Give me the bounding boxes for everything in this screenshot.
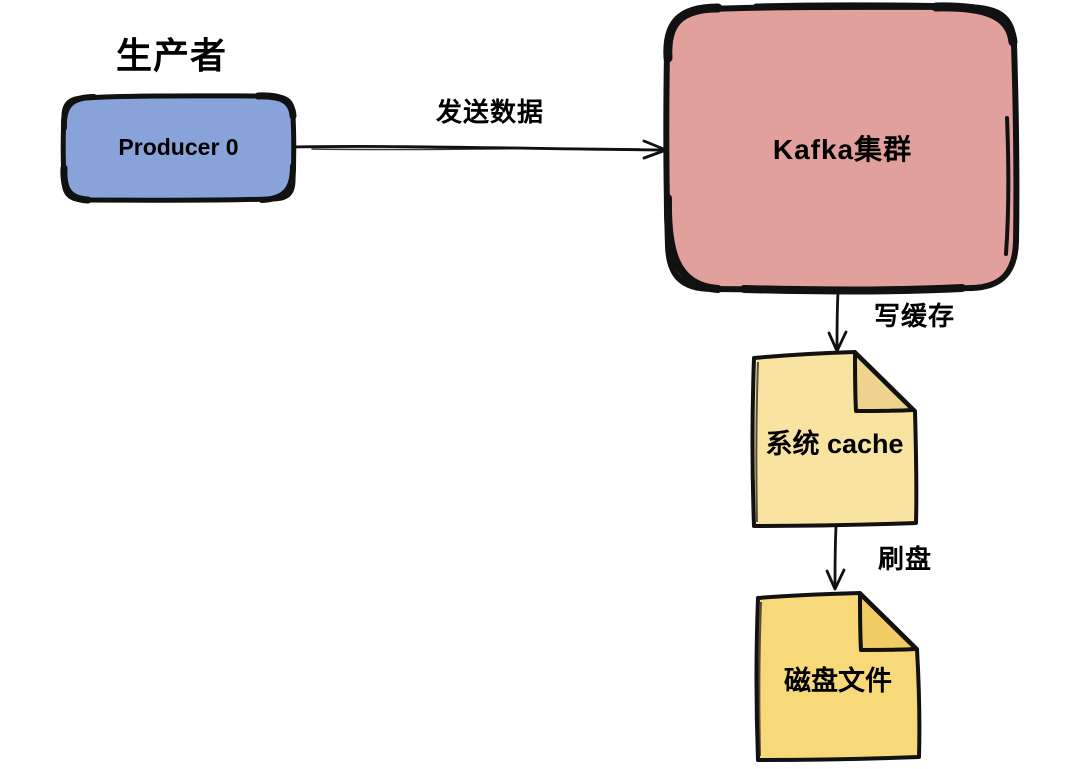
disk-note-label: 磁盘文件 (784, 666, 892, 696)
send-data-arrow-shaft-overdraw (311, 147, 641, 151)
kafka-node-sketch-accent (753, 2, 963, 9)
producer-group-title: 生产者 (116, 35, 228, 76)
cache-note-label: 系统 cache (765, 428, 904, 459)
producer-node-sketch-accent (259, 163, 296, 203)
write-cache-arrow (827, 290, 848, 353)
send-data-arrow (293, 139, 668, 160)
producer-node-sketch-accent (254, 92, 297, 120)
kafka-node-label: Kafka集群 (772, 134, 913, 165)
disk-note (754, 591, 922, 762)
disk-note-sketch-accent (758, 601, 762, 757)
write-cache-arrow-shaft (835, 290, 840, 351)
cache-note (750, 350, 919, 528)
kafka-node (663, 2, 1020, 295)
disk-note-folded-corner (858, 592, 918, 652)
flush-disk-arrow-shaft (833, 525, 838, 589)
flush-disk-arrowhead (825, 568, 846, 591)
producer-node-sketch-accent (60, 164, 92, 204)
kafka-node-sketch-accent (663, 3, 723, 63)
flush-disk-arrow (825, 525, 846, 591)
kafka-node-sketch-accent (1004, 116, 1011, 256)
producer-node-sketch-accent (60, 94, 97, 131)
write-cache-edge-label: 写缓存 (874, 301, 956, 331)
send-data-arrow-shaft (293, 145, 666, 152)
send-data-edge-label: 发送数据 (435, 97, 544, 127)
producer-node-label: Producer 0 (118, 134, 239, 160)
flush-disk-edge-label: 刷盘 (878, 544, 933, 574)
cache-note-folded-corner (853, 351, 915, 413)
send-data-arrowhead (642, 139, 668, 160)
kafka-node-sketch-accent (740, 284, 966, 295)
kafka-node-sketch-accent (663, 194, 722, 293)
producer-node (60, 92, 297, 204)
cache-note-sketch-accent (755, 361, 759, 523)
